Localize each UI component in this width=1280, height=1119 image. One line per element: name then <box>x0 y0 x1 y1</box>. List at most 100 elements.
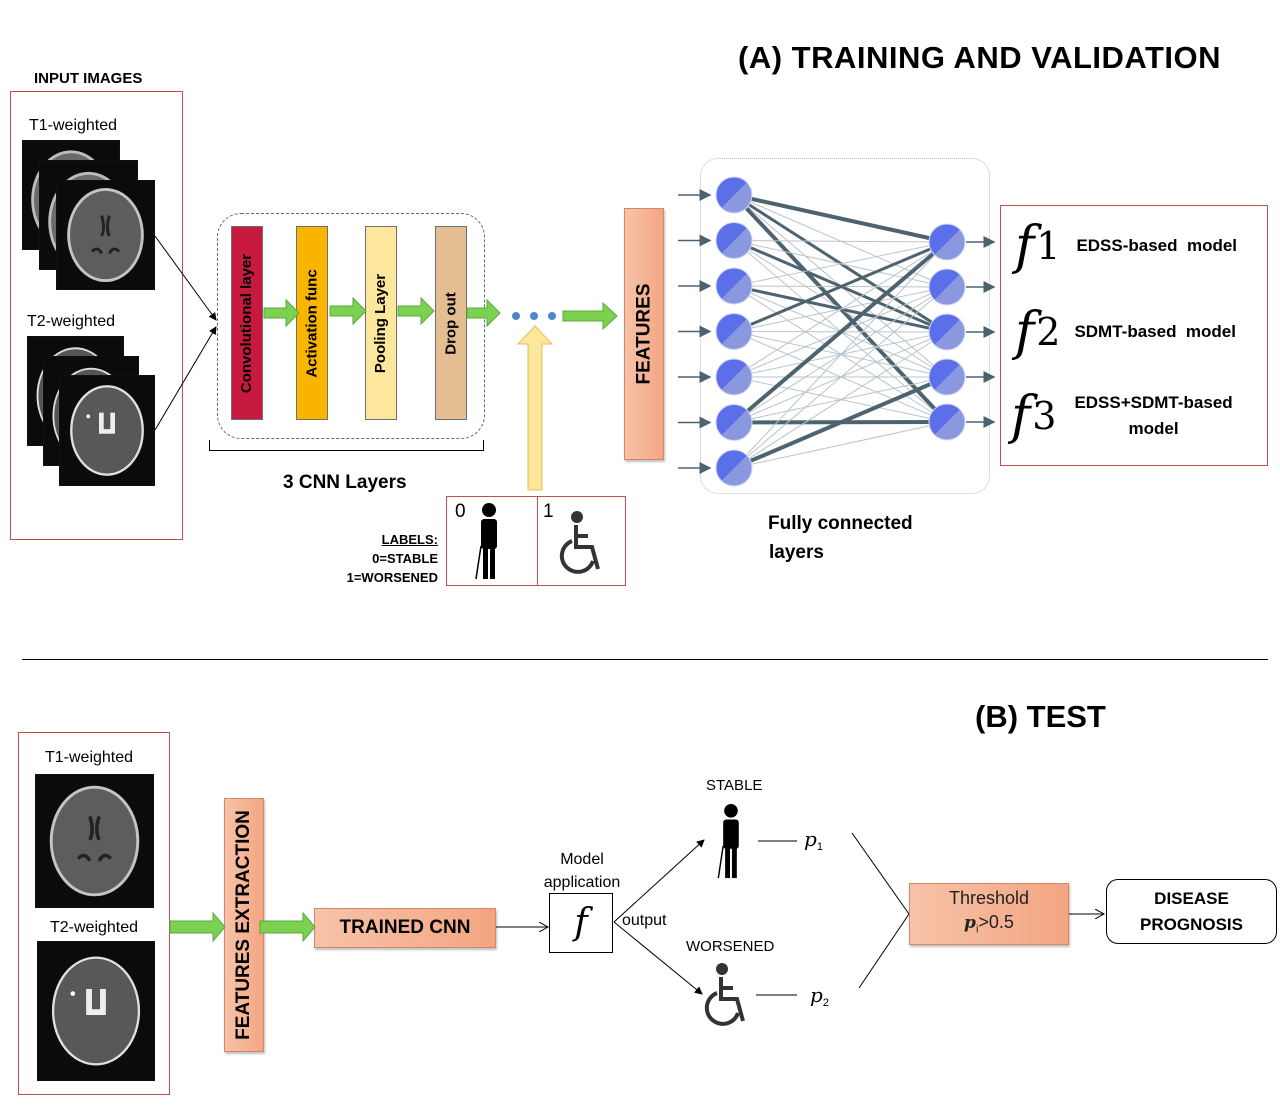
cnn-bracket <box>209 440 484 451</box>
model-application-label: Model application <box>535 848 629 894</box>
green-arrow-icon <box>562 301 618 331</box>
input-node <box>715 404 753 441</box>
input-node <box>715 267 753 305</box>
cnn-flow-arrows <box>263 296 618 491</box>
threshold-sub: i <box>975 923 979 936</box>
t1-label: T1-weighted <box>29 117 118 134</box>
test-t1-mri-image <box>35 774 154 908</box>
standing-person-cane-icon <box>475 503 497 580</box>
model-f3-symbol: f <box>1011 386 1031 446</box>
green-arrow-icon <box>397 296 435 326</box>
cnn-layers-label: 3 CNN Layers <box>283 472 407 493</box>
labels-worsened: 1=WORSENED <box>346 570 438 585</box>
green-arrow-icon <box>169 911 226 943</box>
output-label: output <box>622 912 667 929</box>
model-function-box: f <box>549 893 613 953</box>
section-a-title: (A) TRAINING AND VALIDATION <box>738 40 1222 75</box>
trained-cnn-block: TRAINED CNN <box>314 908 496 948</box>
convolutional-layer-block: Convolutional layer <box>231 226 263 420</box>
model-f1-symbol: f <box>1015 216 1035 276</box>
output-node <box>928 358 966 396</box>
test-t2-label: T2-weighted <box>50 919 139 936</box>
prognosis-line1: DISEASE <box>1154 888 1229 908</box>
labels-up-arrow-icon <box>516 325 554 491</box>
model-f3-index: 3 <box>1032 394 1057 438</box>
ellipsis-dot <box>548 312 556 320</box>
fc-edge <box>733 241 948 378</box>
p1-label: p1 <box>804 827 823 853</box>
features-extraction-block: FEATURES EXTRACTION <box>224 798 264 1052</box>
output-node <box>928 403 966 441</box>
prognosis-line2: PROGNOSIS <box>1140 914 1243 934</box>
t1-mri-image-front <box>56 180 155 290</box>
fc-edge <box>733 241 948 469</box>
labels-heading: LABELS: <box>381 532 438 547</box>
fc-edge <box>733 375 948 470</box>
model-application-line2: application <box>543 874 621 891</box>
p2-label: p2 <box>810 983 829 1009</box>
test-flow-connectors <box>169 832 1280 996</box>
threshold-condition: pi>0.5 <box>964 910 1014 942</box>
stable-person-icon <box>717 803 739 879</box>
fc-edge <box>733 193 948 244</box>
model-f3-label: EDSS+SDMT-based model <box>1074 390 1232 442</box>
threshold-label: Threshold <box>948 888 1030 909</box>
worsened-label: WORSENED <box>686 938 775 955</box>
labels-legend: LABELS: 0=STABLE 1=WORSENED <box>334 530 438 587</box>
ellipsis-dot <box>512 312 520 320</box>
fully-connected-network <box>678 176 996 487</box>
disease-prognosis-box: DISEASE PROGNOSIS <box>1106 879 1277 944</box>
green-arrow-icon <box>259 911 316 943</box>
model-f2-label: SDMT-based model <box>1074 322 1236 341</box>
threshold-var: p <box>964 913 976 934</box>
section-divider <box>22 659 1268 660</box>
green-arrow-icon <box>466 298 501 328</box>
fully-connected-label: Fully connected layers <box>768 509 913 567</box>
class-1-label: 1 <box>543 501 554 522</box>
model-f3-label-line1: EDSS+SDMT-based <box>1074 393 1233 412</box>
green-arrow-icon <box>263 298 300 328</box>
labels-box: 0 1 <box>446 496 626 586</box>
input-images-heading: INPUT IMAGES <box>34 70 143 87</box>
model-f2-index: 2 <box>1036 310 1061 354</box>
worsened-wheelchair-icon <box>704 963 745 1026</box>
pooling-layer-block: Pooling Layer <box>365 226 397 420</box>
input-images-box: T1-weighted T2-weighted <box>10 91 183 540</box>
model-application-line1: Model <box>560 851 604 868</box>
input-node <box>715 176 753 214</box>
input-node <box>715 222 753 259</box>
test-images-box: T1-weighted T2-weighted <box>18 732 170 1095</box>
p1-sub: 1 <box>816 841 823 854</box>
fc-edge <box>733 241 948 287</box>
wheelchair-icon <box>559 511 600 574</box>
labels-stable: 0=STABLE <box>372 551 438 566</box>
fully-connected-label-line1: Fully connected <box>768 513 913 534</box>
input-connectors <box>154 235 217 431</box>
green-arrow-icon <box>329 296 367 326</box>
p1-var: p <box>804 827 817 851</box>
cnn-layers-group <box>217 213 485 439</box>
test-t2-mri-image <box>37 941 155 1081</box>
p2-var: p <box>810 983 823 1007</box>
output-node <box>928 223 966 261</box>
fc-edge <box>733 240 948 243</box>
t2-mri-image-front <box>59 375 155 486</box>
input-node <box>715 358 753 396</box>
input-node <box>715 313 753 350</box>
fc-edge <box>733 421 948 469</box>
section-b-title: (B) TEST <box>975 699 1106 734</box>
class-0-label: 0 <box>455 501 466 522</box>
model-f1-label: EDSS-based model <box>1076 236 1238 255</box>
features-block: FEATURES <box>624 208 664 460</box>
fc-edge <box>732 240 949 425</box>
fully-connected-label-line2: layers <box>769 542 824 563</box>
fc-edge <box>733 331 948 469</box>
t2-label: T2-weighted <box>27 313 116 330</box>
output-node <box>928 268 966 306</box>
model-f3-label-line2: model <box>1128 419 1179 438</box>
threshold-block: Threshold pi>0.5 <box>909 883 1069 945</box>
